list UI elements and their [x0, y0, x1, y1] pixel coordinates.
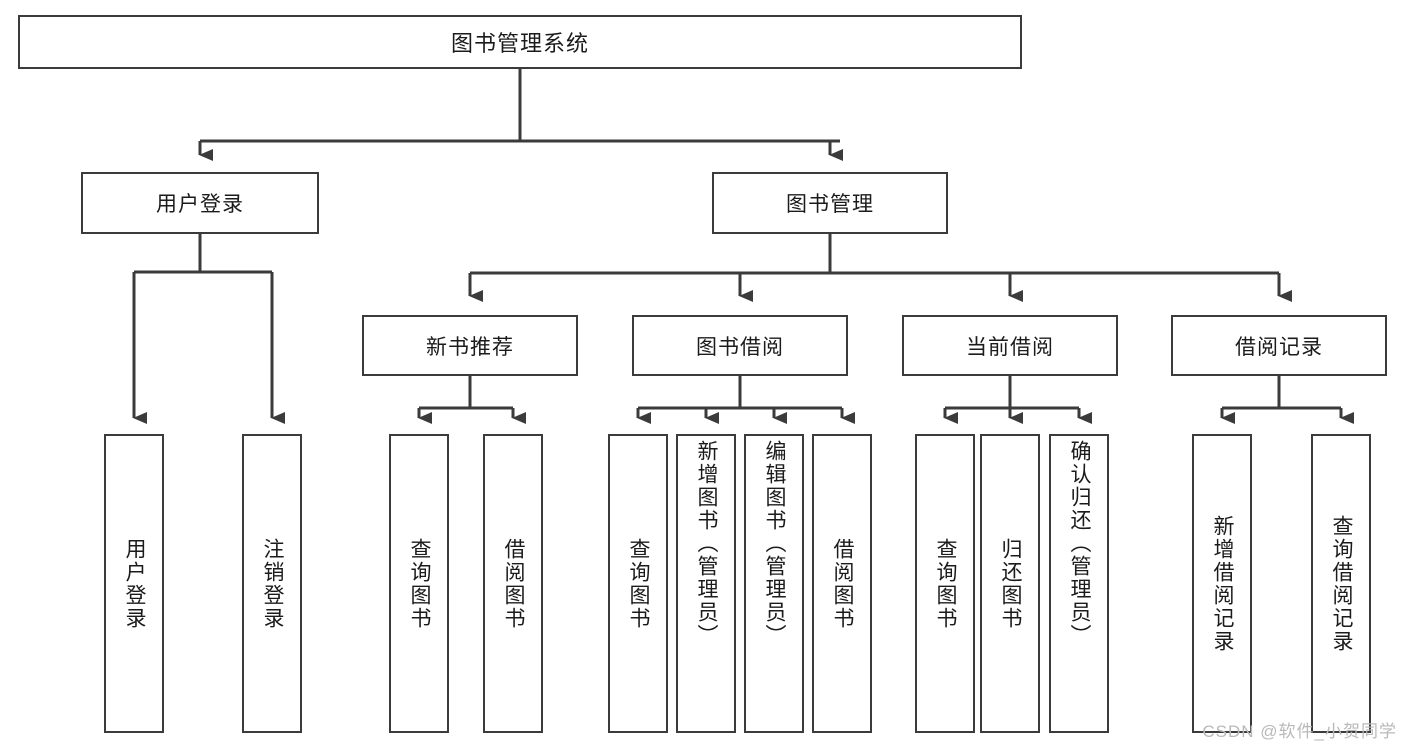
leaf-borrow-query-book[interactable]: 查询图书 [608, 434, 668, 733]
leaf-borrow-add-book[interactable]: 新增图书（管理员） [676, 434, 736, 733]
leaf-label: 确认归还（管理员） [1067, 440, 1091, 647]
node-root-system[interactable]: 图书管理系统 [18, 15, 1022, 69]
node-label: 借阅记录 [1235, 335, 1323, 359]
leaf-record-query-record[interactable]: 查询借阅记录 [1311, 434, 1371, 733]
node-current-borrow[interactable]: 当前借阅 [902, 315, 1118, 376]
node-new-book-recommend[interactable]: 新书推荐 [362, 315, 578, 376]
leaf-label: 借阅图书 [501, 537, 525, 630]
leaf-user-login-logout[interactable]: 注销登录 [242, 434, 302, 733]
leaf-current-confirm-return[interactable]: 确认归还（管理员） [1049, 434, 1109, 733]
node-label: 图书管理 [786, 193, 874, 216]
leaf-label: 查询图书 [407, 537, 431, 630]
leaf-label: 归还图书 [998, 537, 1022, 630]
leaf-record-add-record[interactable]: 新增借阅记录 [1192, 434, 1252, 733]
leaf-current-return-book[interactable]: 归还图书 [980, 434, 1040, 733]
node-label: 当前借阅 [966, 335, 1054, 359]
node-borrow-record[interactable]: 借阅记录 [1171, 315, 1387, 376]
leaf-label: 新增图书（管理员） [694, 440, 718, 647]
node-label: 新书推荐 [426, 335, 514, 359]
leaf-label: 查询图书 [626, 537, 650, 630]
leaf-label: 编辑图书（管理员） [762, 440, 786, 647]
node-label: 用户登录 [156, 193, 244, 216]
node-label: 图书管理系统 [450, 31, 589, 56]
leaf-label: 查询图书 [933, 537, 957, 630]
leaf-label: 新增借阅记录 [1210, 514, 1234, 653]
leaf-label: 注销登录 [260, 537, 284, 630]
node-label: 图书借阅 [696, 335, 784, 359]
leaf-borrow-borrow-book[interactable]: 借阅图书 [812, 434, 872, 733]
leaf-current-query-book[interactable]: 查询图书 [915, 434, 975, 733]
leaf-user-login-login[interactable]: 用户登录 [104, 434, 164, 733]
leaf-new-book-borrow[interactable]: 借阅图书 [483, 434, 543, 733]
leaf-borrow-edit-book[interactable]: 编辑图书（管理员） [744, 434, 804, 733]
node-book-borrow[interactable]: 图书借阅 [632, 315, 848, 376]
node-book-management[interactable]: 图书管理 [712, 172, 948, 234]
leaf-label: 查询借阅记录 [1329, 514, 1353, 653]
leaf-label: 借阅图书 [830, 537, 854, 630]
node-user-login[interactable]: 用户登录 [81, 172, 319, 234]
leaf-new-book-query[interactable]: 查询图书 [389, 434, 449, 733]
leaf-label: 用户登录 [122, 537, 146, 630]
